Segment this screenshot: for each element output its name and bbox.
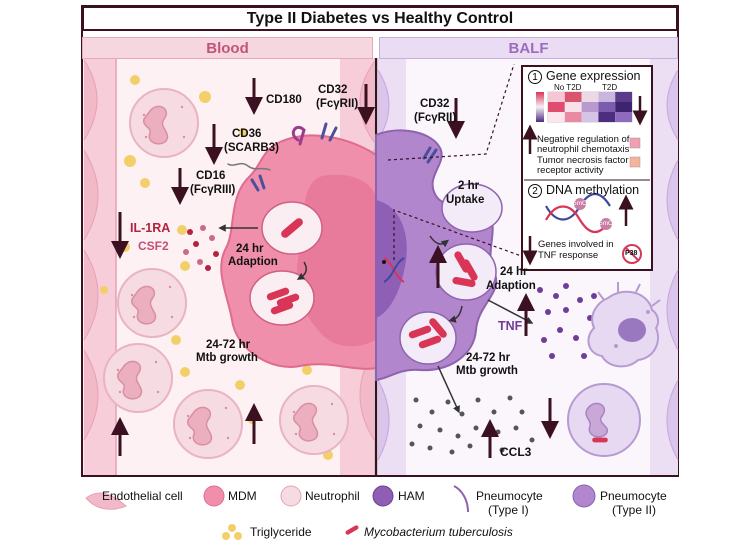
pneumocyte-column-balf-right (650, 58, 679, 475)
label-uptake-line2: Uptake (446, 194, 485, 206)
label-cd32-balf-line2: (FcγRII) (414, 112, 457, 124)
cd32-receptor-balf (422, 146, 438, 164)
heatmap-cell (581, 92, 599, 102)
label-csf2: CSF2 (138, 239, 169, 253)
go-term-2-line1: Tumor necrosis factor (537, 155, 629, 166)
legend-ham: HAM (398, 489, 425, 503)
go-term-2-line2: receptor activity (537, 165, 604, 176)
inset-section-2-title: DNA methylation (546, 183, 640, 197)
label-il1ra: IL-1RA (130, 221, 171, 235)
heatmap-cell (581, 112, 599, 122)
heatmap-cell (598, 102, 616, 112)
panel-header-blood: Blood (82, 37, 373, 59)
regulation-arrows (111, 78, 559, 458)
inset-section-1-title: Gene expression (546, 69, 641, 83)
heatmap-cell (615, 92, 632, 102)
legend-pneumocyte-type1-line2: (Type I) (488, 503, 529, 517)
mdm-cell (220, 134, 377, 370)
label-adaption-balf-line1: 24 hr (500, 266, 528, 278)
receptor-glyphs (227, 122, 338, 192)
label-cd16-line2: (FcγRIII) (190, 184, 236, 196)
label-cd32-balf-line1: CD32 (420, 98, 450, 110)
label-cd36-line2: (SCARB3) (224, 142, 279, 154)
heatmap-group-t2d: T2D (602, 83, 618, 92)
inset-panel (521, 65, 653, 271)
figure-title: Type II Diabetes vs Healthy Control (82, 6, 678, 31)
legend-mtb: Mycobacterium tuberculosis (364, 525, 513, 539)
label-cd32-blood-line1: CD32 (318, 84, 348, 96)
legend-pneumocyte-type2-line1: Pneumocyte (600, 489, 667, 503)
legend-endothelial: Endothelial cell (102, 489, 183, 503)
label-growth-balf-line1: 24-72 hr (466, 352, 511, 364)
label-tnf: TNF (498, 319, 523, 333)
label-cd32-blood-line2: (FcγRII) (316, 98, 359, 110)
inset-section-1-number: 1 (528, 70, 542, 84)
methyl-tag-1: 5mC (573, 200, 587, 207)
label-cd180: CD180 (266, 94, 302, 106)
heatmap-cell (564, 102, 582, 112)
panel-header-balf: BALF (379, 37, 678, 59)
legend-triglyceride: Triglyceride (250, 525, 312, 539)
dna-helix-ham (382, 257, 405, 283)
heatmap-cell (615, 102, 632, 112)
legend-pneumocyte-type2-line2: (Type II) (612, 503, 657, 517)
p38-label: P38 (625, 250, 638, 257)
label-uptake-line1: 2 hr (458, 180, 480, 192)
genes-label-line2: TNF response (538, 250, 599, 261)
neutrophil-cell-balf (567, 383, 641, 457)
heatmap-cell (564, 92, 582, 102)
methyl-tag-2: 5mC (599, 220, 613, 227)
pneumocyte-type2-cell (587, 282, 661, 368)
heatmap-group-no-t2d: No T2D (554, 83, 582, 92)
legend-neutrophil: Neutrophil (305, 489, 360, 503)
heatmap-cell (598, 112, 616, 122)
inset-section-2-number: 2 (528, 184, 542, 198)
label-growth-blood-line2: Mtb growth (196, 352, 258, 364)
endothelial-column-left (83, 58, 117, 475)
legend-pneumocyte-type1-line1: Pneumocyte (476, 489, 543, 503)
heatmap-cell (564, 112, 582, 122)
ccl3-dots (409, 395, 535, 455)
label-growth-balf-line2: Mtb growth (456, 365, 518, 377)
cytokine-dots-blood (183, 225, 219, 271)
heatmap-cell (615, 112, 632, 122)
legend-mdm: MDM (228, 489, 257, 503)
label-adaption-blood-line1: 24 hr (236, 243, 264, 255)
label-adaption-balf-line2: Adaption (486, 280, 536, 292)
legend-icons (85, 484, 596, 540)
heatmap-cell (548, 92, 565, 102)
go-term-1-line1: Negative regulation of (537, 134, 630, 145)
label-growth-blood-line1: 24-72 hr (206, 339, 251, 351)
genes-label-line1: Genes involved in (538, 239, 614, 250)
label-ccl3: CCL3 (500, 445, 532, 459)
label-cd16-line1: CD16 (196, 170, 226, 182)
go-term-1-line2: neutrophil chemotaxis (537, 144, 630, 155)
label-cd36-line1: CD36 (232, 128, 262, 140)
label-adaption-blood-line2: Adaption (228, 256, 278, 268)
heatmap-cell (598, 92, 616, 102)
heatmap-cell (581, 102, 599, 112)
heatmap-cell (548, 102, 565, 112)
heatmap-cell (548, 112, 565, 122)
